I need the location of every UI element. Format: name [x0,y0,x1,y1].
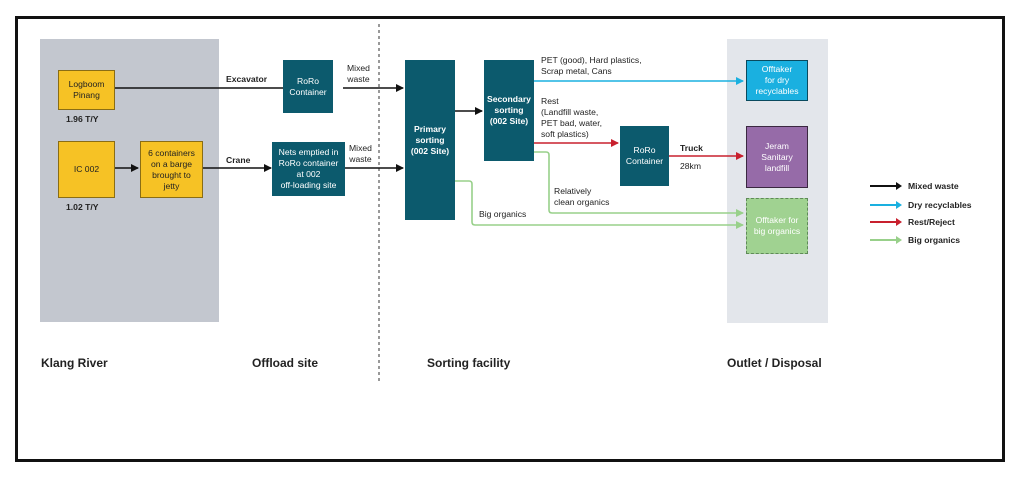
offtaker-dry-node: Offtaker for dry recyclables [746,60,808,101]
legend-item-mixed-waste: Mixed waste [870,180,959,192]
mixed-waste-bottom-label: Mixed waste [349,143,372,164]
pet-good-label: PET (good), Hard plastics, Scrap metal, … [541,55,642,76]
rest-label: Rest (Landfill waste, PET bad, water, so… [541,96,602,139]
legend-label: Big organics [908,235,961,245]
stage-sorting-facility: Sorting facility [427,356,511,370]
mixed-waste-top-label: Mixed waste [347,63,370,84]
secondary-sorting-node: Secondary sorting (002 Site) [484,60,534,161]
logboom-pinang-node: Logboom Pinang [58,70,115,110]
nets-emptied-node: Nets emptied in RoRo container at 002 of… [272,142,345,196]
legend-item-big-organics: Big organics [870,234,960,246]
big-organics-label: Big organics [479,209,527,219]
logboom-rate: 1.96 T/Y [66,114,99,124]
relatively-clean-label: Relatively clean organics [554,186,610,207]
offtaker-organics-node: Offtaker for big organics [746,198,808,254]
stage-offload-site: Offload site [252,356,319,370]
stage-klang-river: Klang River [41,356,108,370]
truck-label: Truck [680,143,703,153]
legend-swatch-rest-reject [870,218,902,226]
legend-label: Dry recyclables [908,200,972,210]
legend-item-dry-recyclables: Dry recyclables [870,199,972,211]
distance-label: 28km [680,161,702,171]
roro-container-top-node: RoRo Container [283,60,333,113]
barge-node: 6 containers on a barge brought to jetty [140,141,203,198]
legend-label: Rest/Reject [908,217,955,227]
jeram-landfill-node: Jeram Sanitary landfill [746,126,808,188]
legend-swatch-mixed-waste [870,182,902,190]
primary-sorting-node: Primary sorting (002 Site) [405,60,455,220]
legend-swatch-dry-recyclables [870,201,902,209]
legend-swatch-big-organics [870,236,902,244]
legend-label: Mixed waste [908,181,959,191]
stage-outlet-disposal: Outlet / Disposal [727,356,822,370]
legend-item-rest-reject: Rest/Reject [870,216,955,228]
ic002-node: IC 002 [58,141,115,198]
crane-label: Crane [226,155,251,165]
excavator-label: Excavator [226,74,268,84]
roro-container-mid-node: RoRo Container [620,126,669,186]
ic002-rate: 1.02 T/Y [66,202,99,212]
